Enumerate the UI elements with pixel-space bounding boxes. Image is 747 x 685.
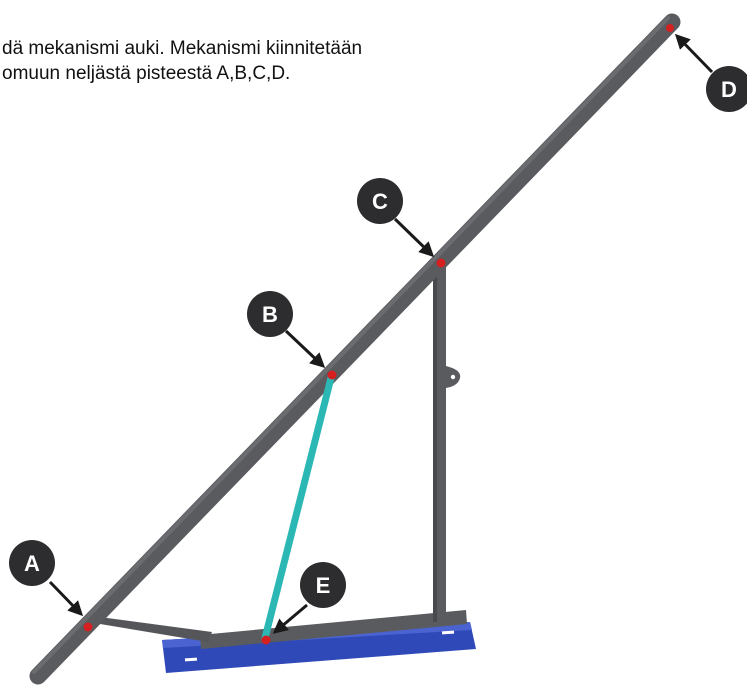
label-letter-c: C — [372, 189, 388, 214]
label-badge-b: B — [247, 291, 293, 337]
label-badge-c: C — [357, 178, 403, 224]
label-badge-d: D — [706, 66, 747, 112]
arrow-to-e — [272, 603, 308, 634]
label-badge-e: E — [300, 562, 346, 608]
caption-line-2: omuun neljästä pisteestä A,B,C,D. — [2, 63, 291, 84]
pivot-c-point — [436, 258, 446, 268]
label-letter-d: D — [721, 77, 737, 102]
label-letter-a: A — [24, 551, 40, 576]
arrow-to-c — [393, 217, 435, 258]
teal-strut — [261, 374, 335, 642]
label-letter-b: B — [262, 302, 278, 327]
pivot-e-point — [261, 635, 271, 645]
label-letter-e: E — [316, 573, 331, 598]
pivot-a-point — [83, 622, 93, 632]
pivot-d-point — [666, 24, 674, 32]
vertical-post — [433, 262, 461, 622]
label-badge-a: A — [9, 540, 55, 586]
instruction-caption: dä mekanismi auki. Mekanismi kiinnitetää… — [2, 36, 362, 86]
main-diagonal-beam — [29, 13, 681, 685]
arrow-to-a — [48, 580, 84, 617]
short-link-a — [88, 616, 212, 642]
arrow-to-b — [284, 329, 326, 369]
caption-line-1: dä mekanismi auki. Mekanismi kiinnitetää… — [2, 38, 363, 59]
pivot-b-point — [327, 370, 337, 380]
arrow-to-d — [674, 33, 714, 74]
